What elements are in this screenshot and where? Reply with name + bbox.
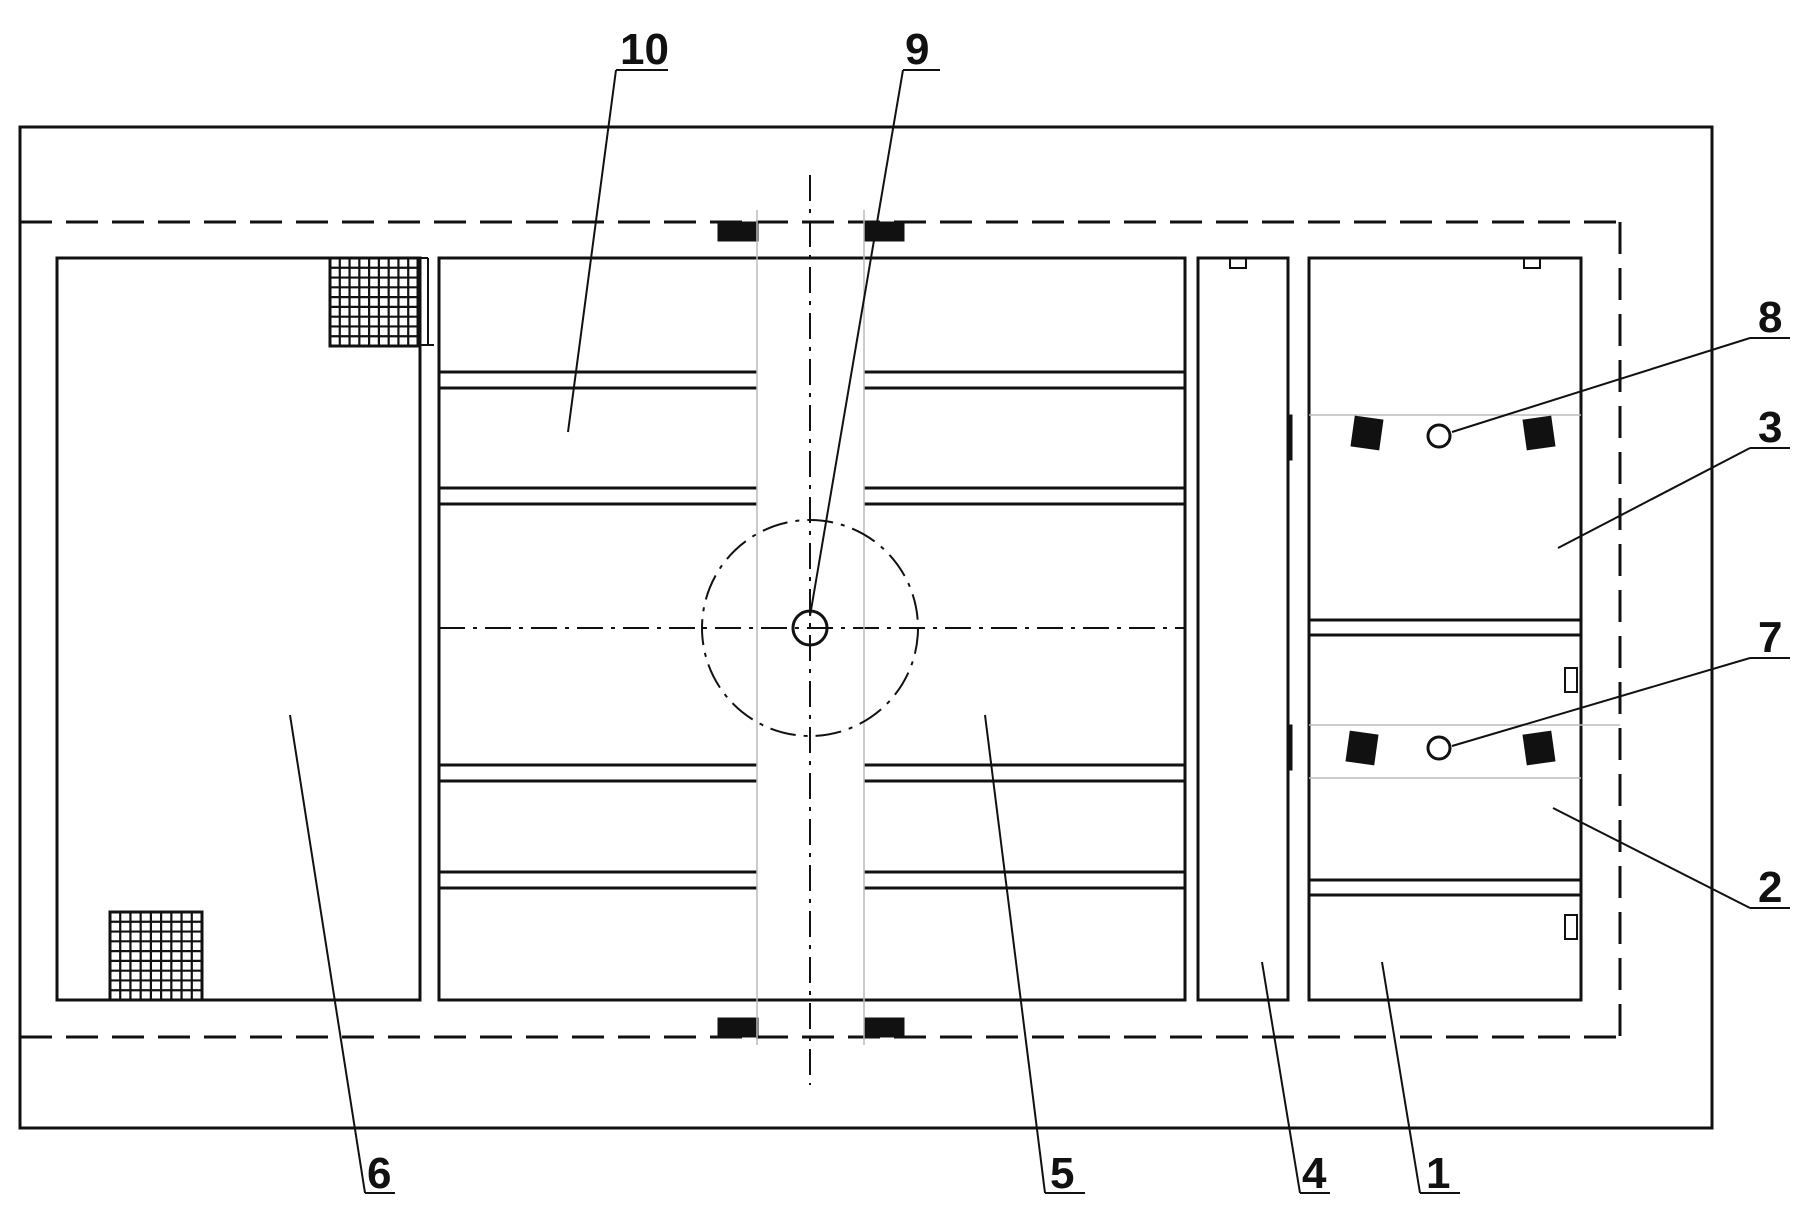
baffles [439, 370, 1185, 890]
compartment-4 [1196, 256, 1293, 1002]
axis-blocks [717, 221, 905, 1038]
outer-boundary [18, 125, 1714, 1130]
label-10: 10 [620, 25, 669, 74]
grate-frame [328, 256, 420, 348]
label-5: 5 [1050, 1149, 1074, 1198]
port-7 [1426, 735, 1452, 761]
label-7: 7 [1758, 613, 1782, 662]
grate-frame [108, 910, 204, 1002]
label-9: 9 [905, 25, 929, 74]
grate-bottom [108, 910, 204, 1002]
label-8: 8 [1758, 293, 1782, 342]
center-lines [439, 175, 1185, 1085]
diffuser-blocks [1345, 415, 1556, 766]
dashed-enclosure [20, 220, 1622, 1039]
compartment-6 [55, 256, 434, 1002]
label-3: 3 [1758, 403, 1782, 452]
label-2: 2 [1758, 863, 1782, 912]
grate-top [328, 256, 420, 348]
label-4: 4 [1302, 1149, 1327, 1198]
label-6: 6 [367, 1149, 391, 1198]
compartment-right [1307, 256, 1620, 1002]
leader-lines [289, 69, 1790, 1194]
reference-labels: 10 9 8 3 7 2 6 5 4 1 [367, 25, 1782, 1198]
port-8 [1426, 423, 1452, 449]
label-1: 1 [1426, 1149, 1450, 1198]
